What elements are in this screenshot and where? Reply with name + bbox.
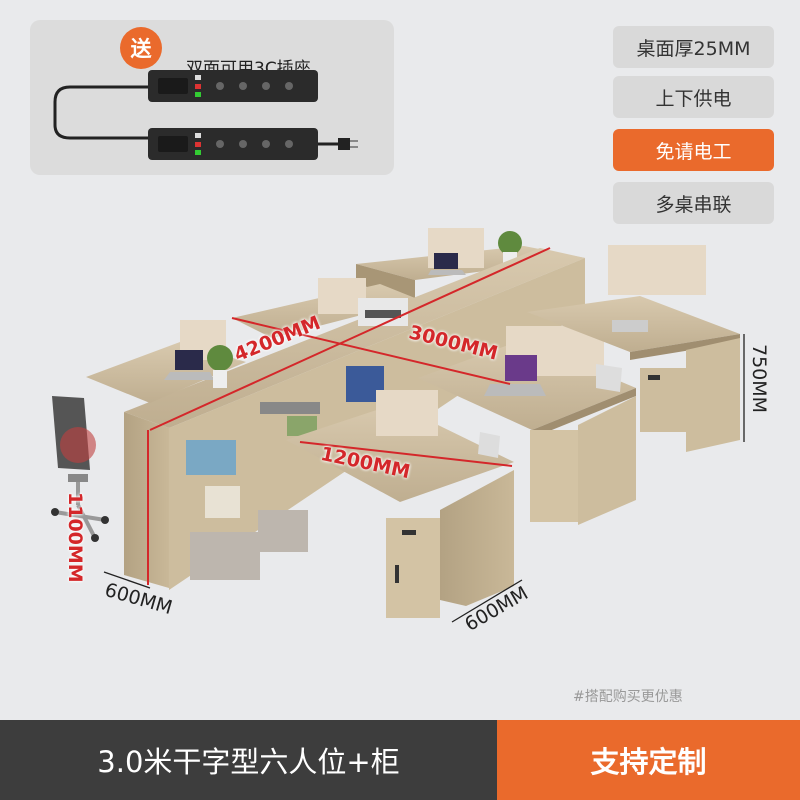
laptop-icon-2 <box>505 355 537 381</box>
laptop-icon <box>434 253 458 269</box>
feature-tag-desktop-thickness: 桌面厚25MM <box>613 26 774 68</box>
power-strip-top <box>148 70 318 102</box>
plant-icon <box>498 231 522 255</box>
feature-tag-no-electrician: 免请电工 <box>613 129 774 171</box>
office-chair-icon <box>51 396 109 542</box>
dimension-lines <box>147 247 551 585</box>
power-strip-bottom <box>148 128 318 160</box>
feature-tag-desk-chain: 多桌串联 <box>613 182 774 224</box>
plug-icon <box>338 138 350 150</box>
power-strip-illustration <box>53 70 358 160</box>
books-icon <box>287 416 317 436</box>
product-title: 3.0米干字型六人位+柜 <box>97 745 400 779</box>
customization-button[interactable]: 支持定制 <box>497 720 800 800</box>
dimension-desk-height: 750MM <box>748 344 770 414</box>
mobile-pedestal <box>640 368 686 432</box>
desk-workstation-illustration <box>51 228 745 623</box>
office-chair-right <box>478 364 622 458</box>
laptop-closed-icon <box>612 320 648 332</box>
sliding-door <box>190 532 260 580</box>
storage-box-icon <box>186 440 236 475</box>
promo-note: #搭配购买更优惠 <box>573 689 683 705</box>
feature-tag-power: 上下供电 <box>613 76 774 118</box>
gift-badge: 送 <box>120 27 162 69</box>
binder-icon <box>205 486 240 518</box>
dimension-cabinet-height: 1100MM <box>64 492 86 583</box>
product-title-bar: 3.0米干字型六人位+柜 <box>0 720 497 800</box>
customization-label: 支持定制 <box>590 745 707 779</box>
